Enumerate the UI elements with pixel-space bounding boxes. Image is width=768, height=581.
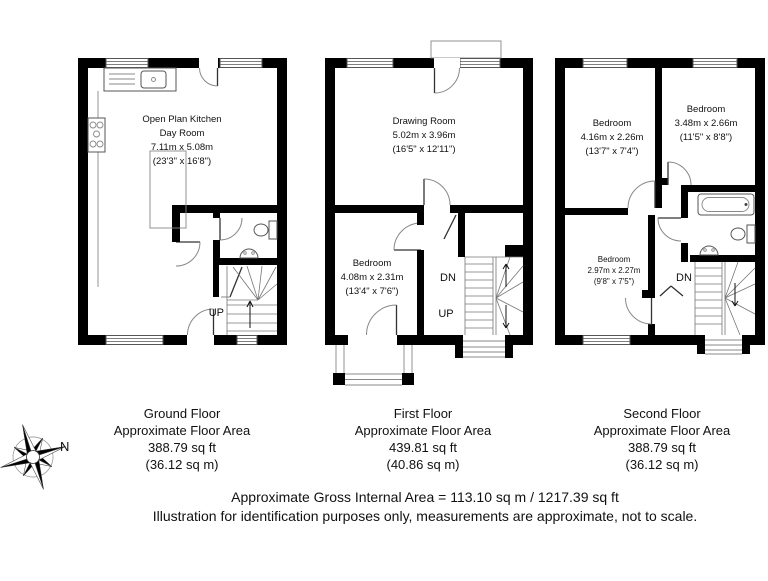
bedroom3-dims-metric: 2.97m x 2.27m — [588, 266, 641, 275]
second-caption-area-ft: 388.79 sq ft — [628, 440, 696, 455]
first-bedroom-label: Bedroom 4.08m x 2.31m (13'4" x 7'6") — [341, 258, 404, 297]
ground-caption-title: Ground Floor — [144, 406, 221, 421]
compass-north-label: N — [60, 439, 69, 454]
second-floor-plan: DN Bedroom 4.16m x 2.26m (13'7" x 7'4") … — [555, 58, 765, 355]
second-caption-area-m: (36.12 sq m) — [626, 457, 699, 472]
first-caption-title: First Floor — [394, 406, 453, 421]
first-floor-plan: DN UP Drawing Room 5.02m x 3.96m (16'5" … — [325, 40, 533, 386]
ground-room-label: Open Plan Kitchen Day Room 7.11m x 5.08m… — [142, 114, 221, 167]
bedroom2-name: Bedroom — [687, 104, 726, 115]
first-entry-steps — [455, 335, 513, 358]
ground-floor-plan: UP Open Plan Kitchen Day Room 7.11m x 5.… — [78, 58, 287, 345]
first-staircase — [464, 256, 524, 336]
bedroom2-dims-metric: 3.48m x 2.66m — [675, 118, 738, 129]
second-windows — [582, 58, 738, 345]
first-caption-area-m: (40.86 sq m) — [387, 457, 460, 472]
drawing-room-dims-metric: 5.02m x 3.96m — [393, 130, 456, 141]
second-caption-title: Second Floor — [623, 406, 701, 421]
ground-caption-subtitle: Approximate Floor Area — [114, 423, 251, 438]
ground-wc-toilet — [253, 220, 278, 240]
first-caption-subtitle: Approximate Floor Area — [355, 423, 492, 438]
first-stairs-up-label: UP — [438, 308, 453, 320]
ground-doors — [175, 58, 243, 345]
second-floor-caption: Second Floor Approximate Floor Area 388.… — [594, 406, 731, 472]
kitchen-dims-imperial: (23'3" x 16'8") — [153, 156, 211, 167]
kitchen-dims-metric: 7.11m x 5.08m — [151, 142, 213, 153]
first-caption-area-ft: 439.81 sq ft — [389, 440, 457, 455]
first-floor-caption: First Floor Approximate Floor Area 439.8… — [355, 406, 492, 472]
bedroom1-dims-imperial: (13'7" x 7'4") — [585, 146, 638, 157]
ground-floor-caption: Ground Floor Approximate Floor Area 388.… — [114, 406, 251, 472]
bedroom1-dims-metric: 4.16m x 2.26m — [581, 132, 644, 143]
drawing-room-dims-imperial: (16'5" x 12'11") — [392, 144, 455, 155]
compass-rose — [0, 424, 66, 490]
disclaimer: Illustration for identification purposes… — [153, 508, 697, 524]
bedroom1-name: Bedroom — [593, 118, 632, 129]
first-balcony — [333, 345, 414, 386]
first-bedroom-name: Bedroom — [353, 258, 392, 269]
bathtub — [697, 193, 755, 216]
first-bedroom-dims-imperial: (13'4" x 7'6") — [345, 286, 398, 297]
second-doors — [625, 161, 692, 325]
second-interior-walls — [565, 68, 755, 335]
ground-caption-area-m: (36.12 sq m) — [146, 457, 219, 472]
ground-caption-area-ft: 388.79 sq ft — [148, 440, 216, 455]
drawing-room-label: Drawing Room 5.02m x 3.96m (16'5" x 12'1… — [392, 116, 455, 155]
bathroom-basin — [699, 245, 719, 256]
bathroom-toilet — [730, 224, 756, 244]
second-outer-walls — [555, 58, 765, 345]
ground-staircase — [226, 265, 278, 335]
first-stairs-dn-label: DN — [440, 272, 456, 284]
kitchen-sink-unit — [103, 67, 177, 92]
kitchen-hob — [87, 117, 106, 153]
gross-internal-area: Approximate Gross Internal Area = 113.10… — [231, 489, 619, 505]
ground-interior-walls — [172, 205, 287, 297]
second-caption-subtitle: Approximate Floor Area — [594, 423, 731, 438]
bedroom2-dims-imperial: (11'5" x 8'8") — [680, 132, 732, 143]
bedroom3-name: Bedroom — [598, 255, 631, 264]
second-staircase — [694, 261, 756, 336]
drawing-room-name: Drawing Room — [393, 116, 456, 127]
first-bedroom-dims-metric: 4.08m x 2.31m — [341, 272, 404, 283]
second-bedroom1-label: Bedroom 4.16m x 2.26m (13'7" x 7'4") — [581, 118, 644, 157]
ground-windows — [105, 58, 263, 345]
second-exit-steps — [697, 335, 750, 355]
second-bedroom2-label: Bedroom 3.48m x 2.66m (11'5" x 8'8") — [675, 104, 738, 143]
ground-wc-basin — [239, 248, 259, 259]
footer-notes: Approximate Gross Internal Area = 113.10… — [153, 489, 697, 524]
first-interior-walls — [330, 205, 523, 335]
first-outer-walls — [325, 58, 533, 345]
kitchen-name-line1: Open Plan Kitchen — [142, 114, 221, 125]
second-bedroom3-label: Bedroom 2.97m x 2.27m (9'8" x 7'5") — [588, 255, 641, 286]
kitchen-name-line2: Day Room — [160, 128, 205, 139]
first-doors — [348, 58, 460, 345]
ground-outer-walls — [78, 58, 287, 345]
ground-stairs-up-label: UP — [209, 307, 224, 319]
compass-hub — [26, 450, 40, 464]
bedroom3-dims-imperial: (9'8" x 7'5") — [594, 277, 635, 286]
second-stairs-dn-label: DN — [676, 272, 692, 284]
